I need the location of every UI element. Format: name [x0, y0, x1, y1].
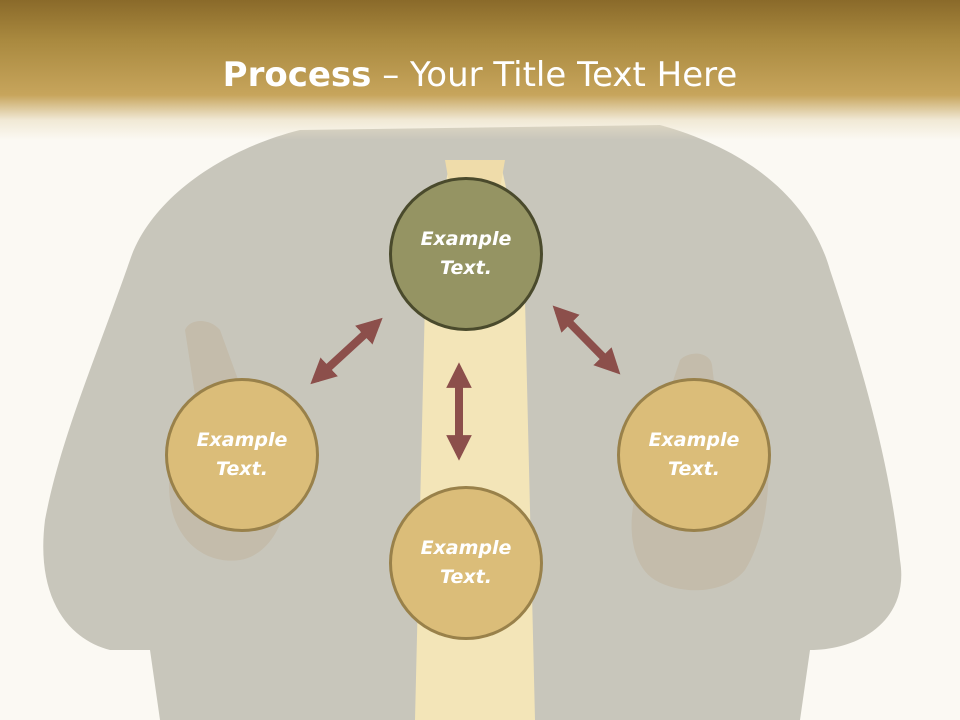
right-node-label: Example Text. [648, 429, 740, 480]
page-title: Process – Your Title Text Here [0, 52, 960, 98]
arrow-center-left [310, 317, 383, 385]
bottom-node-label: Example Text. [420, 537, 512, 588]
title-dash: – [371, 55, 411, 95]
center-node: Example Text. [389, 177, 543, 331]
title-strong: Process [222, 55, 372, 95]
left-node: Example Text. [165, 378, 319, 532]
right-node: Example Text. [617, 378, 771, 532]
center-node-label: Example Text. [420, 228, 512, 279]
bottom-node: Example Text. [389, 486, 543, 640]
header-band [0, 0, 960, 140]
left-node-label: Example Text. [196, 429, 288, 480]
arrow-center-right [552, 305, 621, 375]
title-rest: Your Title Text Here [410, 55, 738, 95]
